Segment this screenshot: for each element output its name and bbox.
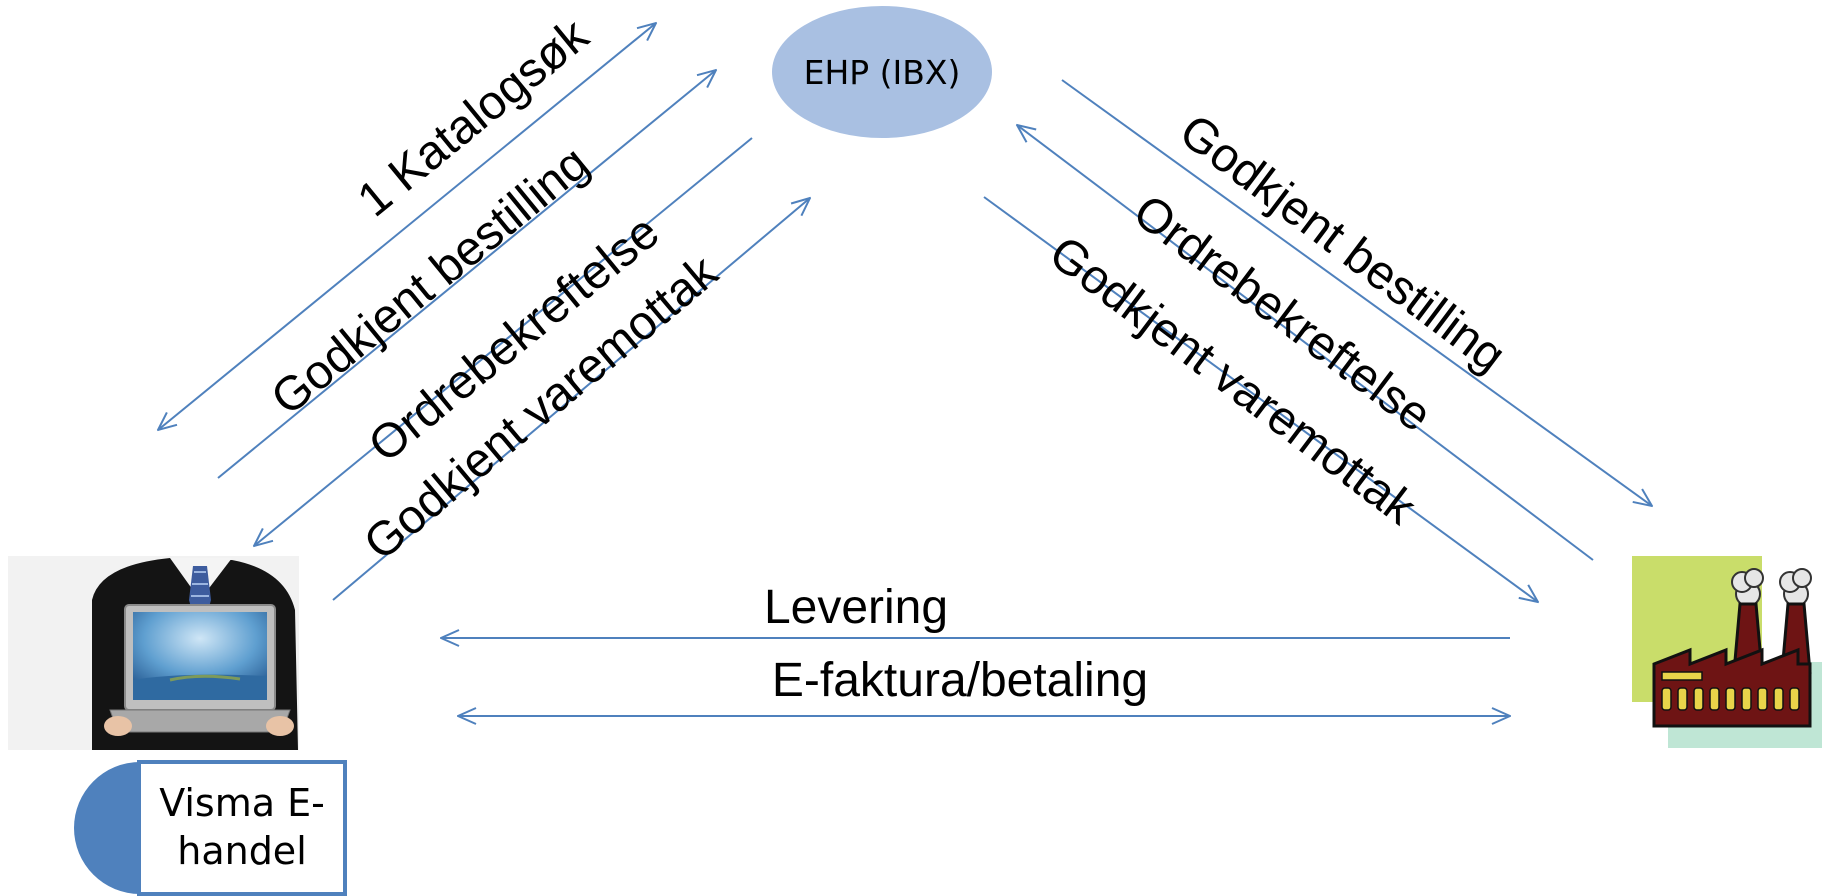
flow-label-levering: Levering [764, 581, 948, 634]
arrow-left-ordrebekreftelse [254, 137, 753, 546]
hub-label: EHP (IBX) [804, 53, 961, 92]
supplier-factory-icon [1632, 556, 1822, 748]
hub-ellipse [772, 6, 992, 138]
arrow-right-godkjent-varemottak [983, 196, 1538, 602]
arrow-right-ordrebekreftelse [1017, 125, 1594, 561]
hub-node: EHP (IBX) [772, 6, 992, 138]
arrow-katalogsok [158, 23, 656, 430]
arrow-left-godkjent-varemottak [332, 198, 810, 601]
buyer-node: Visma E- handel [74, 760, 347, 896]
flow-label-efaktura: E-faktura/betaling [772, 654, 1148, 707]
arrow-right-godkjent-bestilling [1061, 79, 1652, 506]
buyer-label-line1: Visma E- [159, 781, 325, 825]
buyer-label-box [137, 760, 347, 896]
arrow-left-godkjent-bestilling [217, 70, 716, 479]
buyer-label-line2: handel [177, 829, 307, 873]
buyer-half-circle [74, 762, 140, 894]
buyer-businessman-image [8, 556, 299, 750]
